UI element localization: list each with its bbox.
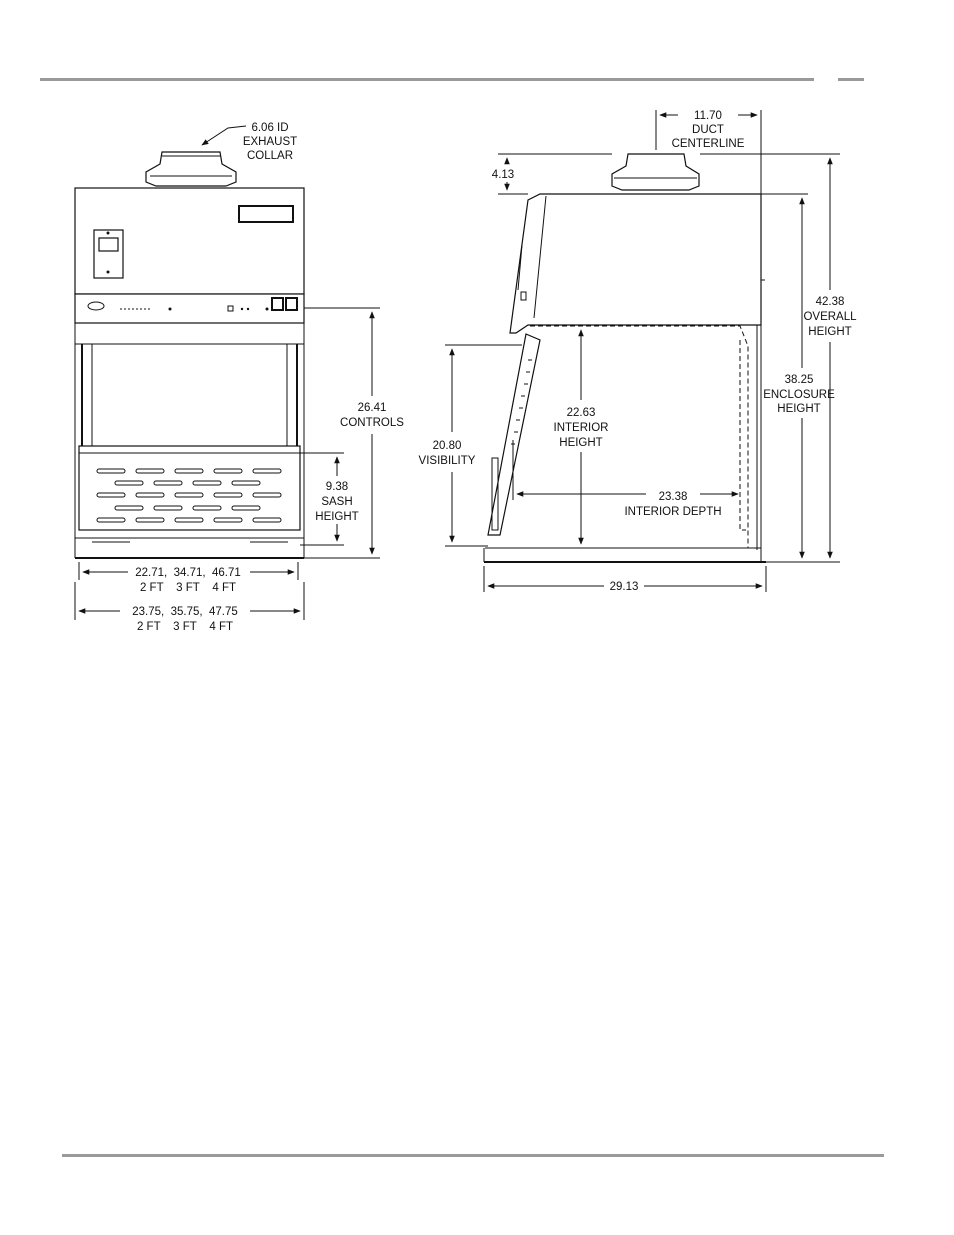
front-view: 6.06 ID EXHAUST COLLAR 26.41 CONTROLS 9.…: [75, 122, 404, 633]
front-exhaust-collar: [146, 152, 236, 186]
collar-label-line2: EXHAUST: [243, 136, 297, 148]
enclosure-height-line2: ENCLOSURE: [763, 389, 835, 401]
side-sash: [488, 334, 540, 535]
interior-height-line3: HEIGHT: [559, 437, 602, 449]
overall-height-value: 42.38: [816, 296, 845, 308]
sash-value: 9.38: [326, 481, 348, 493]
visibility-value: 20.80: [433, 440, 462, 452]
overall-height-line2: OVERALL: [803, 311, 857, 323]
controls-value: 26.41: [358, 402, 387, 414]
overall-depth-value: 29.13: [610, 581, 639, 593]
duct-value: 11.70: [694, 110, 722, 122]
interior-height-line2: INTERIOR: [554, 422, 609, 434]
inner-width-sizes: 2 FT 3 FT 4 FT: [140, 582, 236, 594]
collar-label-line3: COLLAR: [247, 150, 293, 162]
outer-width-sizes: 2 FT 3 FT 4 FT: [137, 621, 233, 633]
controls-label: CONTROLS: [340, 417, 404, 429]
side-hood-body: [510, 194, 761, 333]
front-nameplate: [239, 206, 293, 222]
front-sash: [79, 446, 300, 530]
interior-height-value: 22.63: [567, 407, 596, 419]
inner-width-values: 22.71, 34.71, 46.71: [135, 567, 241, 579]
collar-height-value: 4.13: [492, 169, 514, 181]
sash-label-line2: SASH: [321, 496, 352, 508]
sash-label-line3: HEIGHT: [315, 511, 358, 523]
side-exhaust-collar: [612, 154, 699, 190]
overall-height-line3: HEIGHT: [808, 326, 851, 338]
enclosure-height-value: 38.25: [785, 374, 814, 386]
enclosure-height-line3: HEIGHT: [777, 403, 820, 415]
interior-depth-value: 23.38: [659, 491, 688, 503]
collar-label-line1: 6.06 ID: [251, 122, 288, 134]
interior-depth-label: INTERIOR DEPTH: [624, 506, 721, 518]
outer-width-values: 23.75, 35.75, 47.75: [132, 606, 238, 618]
visibility-label: VISIBILITY: [419, 455, 476, 467]
duct-label-line2: DUCT: [692, 124, 724, 136]
front-monitor-display: [99, 238, 118, 251]
front-control-panel: [75, 294, 304, 323]
duct-label-line3: CENTERLINE: [672, 138, 745, 150]
side-view: 11.70 DUCT CENTERLINE 4.13 42.38 OVERALL…: [419, 110, 858, 593]
